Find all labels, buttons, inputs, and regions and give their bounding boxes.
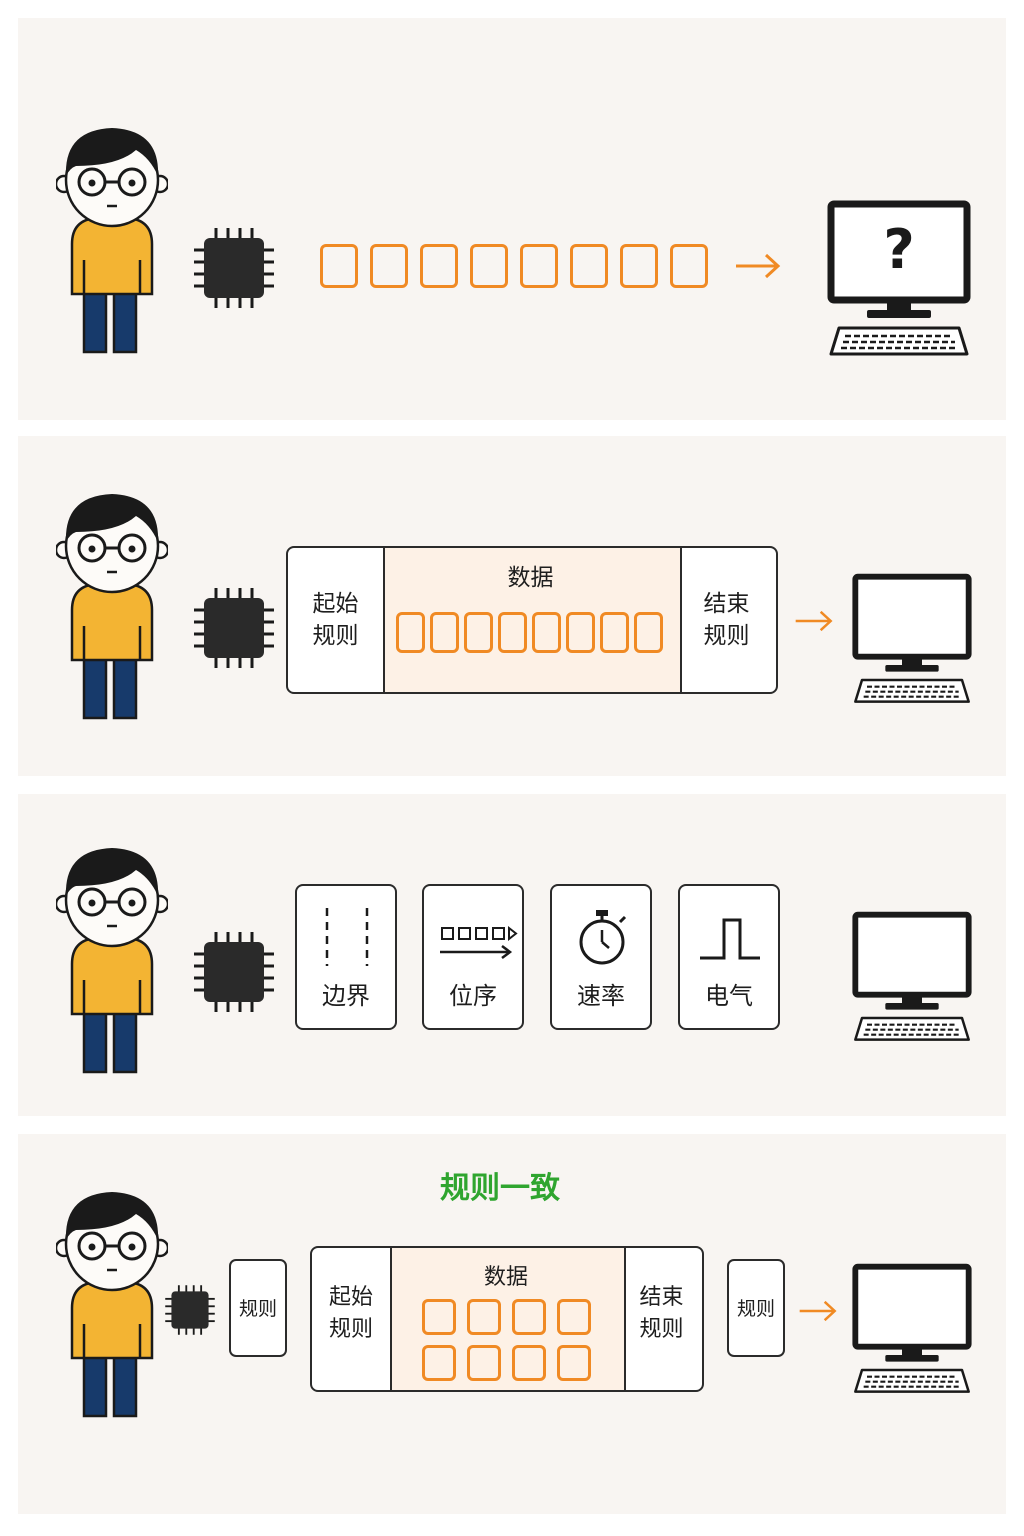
chip-icon [164, 1284, 216, 1336]
data-cell [396, 612, 425, 653]
rule-label: 规则 [736, 1298, 775, 1320]
question-mark-icon: ? [883, 218, 915, 281]
person-icon [56, 1186, 168, 1418]
arrow-right-icon [798, 1296, 838, 1326]
card-electrical: 电气 [678, 884, 780, 1030]
frame-box: 起始 规则 数据 结束 规则 [310, 1246, 704, 1392]
data-cell [498, 612, 527, 653]
sequence-arrow-icon [440, 925, 518, 959]
data-cell [570, 244, 608, 288]
data-cell [557, 1345, 591, 1381]
computer-icon [852, 1258, 972, 1402]
rule-label: 规则 [238, 1298, 277, 1320]
chip-icon [192, 226, 276, 310]
card-sequence: 位序 [422, 884, 524, 1030]
data-cell [467, 1345, 501, 1381]
right-rule-box: 规则 [727, 1259, 785, 1357]
data-cell [670, 244, 708, 288]
agreement-title: 规则一致 [440, 1171, 560, 1206]
data-cell [620, 244, 658, 288]
card-label: 边界 [322, 982, 370, 1010]
data-cell [420, 244, 458, 288]
arrow-right-icon [734, 251, 782, 281]
data-cell [320, 244, 358, 288]
data-cell [422, 1299, 456, 1335]
boundary-lines-icon [325, 908, 369, 966]
card-label: 电气 [705, 982, 753, 1010]
left-rule-box: 规则 [229, 1259, 287, 1357]
data-cell [470, 244, 508, 288]
data-cell [557, 1299, 591, 1335]
person-icon [56, 842, 168, 1074]
data-section [390, 1248, 626, 1390]
data-cell [512, 1299, 546, 1335]
frame-box: 起始 规则 数据 结束 规则 [286, 546, 778, 694]
person-icon [56, 488, 168, 720]
arrow-right-icon [794, 606, 834, 636]
chip-icon [192, 930, 276, 1014]
computer-icon [852, 568, 972, 712]
data-cell [512, 1345, 546, 1381]
data-cell [520, 244, 558, 288]
card-label: 位序 [449, 982, 497, 1010]
chip-icon [192, 586, 276, 670]
pulse-wave-icon [700, 918, 760, 960]
data-cell [422, 1345, 456, 1381]
start-rule-label: 起始 规则 [312, 591, 359, 649]
data-cell [532, 612, 561, 653]
data-label: 数据 [507, 565, 554, 591]
end-rule-label: 结束 规则 [639, 1285, 684, 1342]
data-label: 数据 [483, 1265, 528, 1290]
stopwatch-icon [579, 910, 627, 965]
data-cell [430, 612, 459, 653]
card-label: 速率 [577, 982, 625, 1010]
data-cell [370, 244, 408, 288]
card-boundary: 边界 [295, 884, 397, 1030]
start-rule-label: 起始 规则 [328, 1285, 373, 1342]
data-cell [566, 612, 595, 653]
data-cell [634, 612, 663, 653]
computer-icon [852, 906, 972, 1050]
data-cell [464, 612, 493, 653]
card-rate: 速率 [550, 884, 652, 1030]
end-rule-label: 结束 规则 [703, 591, 750, 649]
data-cell [600, 612, 629, 653]
data-cell [467, 1299, 501, 1335]
person-icon [56, 122, 168, 354]
